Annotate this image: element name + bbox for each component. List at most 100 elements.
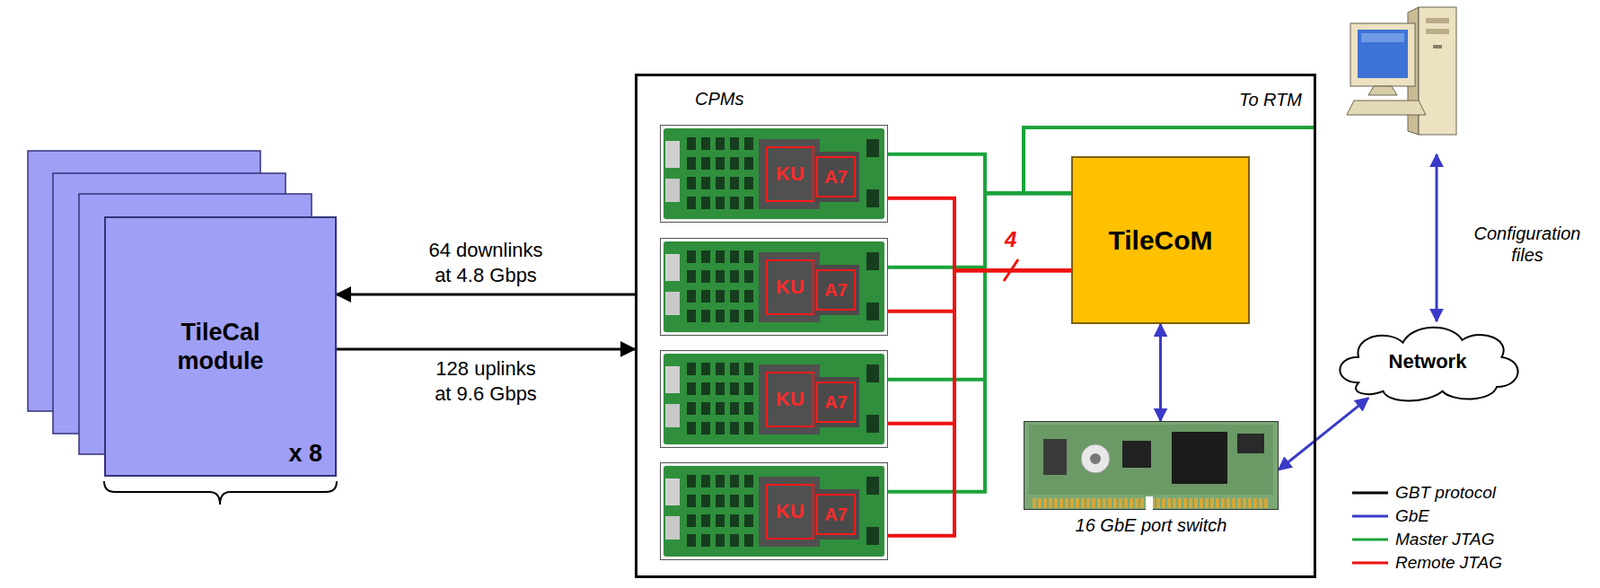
node-title: TileCoM [1107, 225, 1213, 256]
board-chip [744, 514, 754, 528]
cpm-board: KUA7 [659, 462, 888, 561]
board-logo [1090, 453, 1101, 465]
edge-contact [1258, 498, 1263, 509]
board-chip [729, 270, 739, 283]
legend-text: Remote JTAG [1395, 553, 1503, 573]
board-chip [866, 139, 880, 158]
node-title: Network [1389, 350, 1468, 374]
board-chip [715, 290, 725, 303]
master-jtag-line [887, 193, 1072, 268]
board-chip [729, 196, 739, 210]
legend-text: GBT protocol [1395, 483, 1496, 503]
board-chip [701, 494, 711, 508]
board-chip [686, 176, 696, 190]
board-chip [715, 474, 725, 488]
board-chip [715, 494, 725, 508]
board-chip [866, 414, 880, 433]
board-chip [701, 176, 711, 190]
chip-label: A7 [816, 493, 856, 536]
board-chip [729, 534, 739, 547]
board-frame [660, 238, 888, 336]
cpm-board: KUA7 [659, 124, 888, 223]
chip-label: KU [765, 483, 815, 540]
board-connector [665, 404, 680, 428]
edge-contact [1059, 498, 1064, 509]
legend-line [1352, 538, 1389, 542]
link-rate-label: 64 downlinks at 4.8 Gbps [426, 237, 546, 290]
board-chip [866, 302, 880, 321]
edge-contact [1043, 498, 1047, 509]
board-chip [744, 137, 754, 150]
legend-row: Master JTAG [1352, 527, 1503, 552]
board-frame [660, 351, 888, 449]
cloud-shape [1339, 327, 1518, 402]
edge-contact [1032, 498, 1037, 509]
board-chip [866, 527, 880, 546]
edge-contact [1178, 498, 1182, 509]
board-chip [729, 157, 739, 170]
board-chip [715, 137, 725, 150]
board-chip [744, 270, 754, 283]
board-illustration [1023, 421, 1279, 510]
edge-contact [1199, 498, 1204, 509]
board-chip [744, 309, 754, 323]
legend-sample [1352, 534, 1389, 546]
network-cloud: Network [1328, 318, 1527, 405]
board-connector [665, 178, 680, 203]
board-chip [744, 176, 754, 190]
board-pcb [663, 353, 885, 445]
board-chip [715, 196, 725, 210]
board-chip [686, 402, 696, 415]
edge-contact [1248, 498, 1252, 509]
board-pcb [663, 128, 885, 220]
board-chip [744, 474, 754, 488]
board-chip [744, 250, 754, 264]
fpga-chip [814, 377, 860, 428]
edge-contact [1124, 498, 1128, 509]
fpga-chip [758, 364, 820, 435]
board-notch [1145, 496, 1153, 510]
board-illustration [659, 350, 888, 449]
board-pcb [663, 465, 885, 557]
bus-width-number: 4 [1004, 227, 1017, 253]
node-title: TileCal module [149, 317, 293, 377]
switch-board: 16 GbE port switch [1023, 421, 1279, 510]
board-chip [686, 421, 696, 435]
board-chip [686, 290, 696, 303]
edge-contact [1054, 498, 1058, 509]
board-chip [701, 421, 711, 435]
board-chip [866, 364, 880, 383]
edge-contact [1129, 498, 1134, 509]
board-chip [729, 421, 739, 435]
board-chip [686, 362, 696, 376]
edge-contact [1167, 498, 1171, 509]
board-chip [729, 362, 739, 376]
keyboard [1346, 100, 1426, 115]
board-chip [1237, 433, 1265, 454]
board-chip [701, 157, 711, 170]
board-pcb [1024, 421, 1279, 510]
board-chip [686, 309, 696, 323]
board-chip [701, 137, 711, 150]
master-jtag-line [887, 154, 1072, 194]
edge-contact [1215, 498, 1220, 509]
board-chip [866, 252, 880, 271]
board-chip [729, 514, 739, 528]
chip-label: KU [765, 371, 815, 428]
edge-contact [1075, 498, 1080, 509]
master-jtag-line [887, 193, 1072, 493]
legend-row: GbE [1352, 504, 1503, 528]
board-chip [701, 196, 711, 210]
drive-bay [1425, 17, 1450, 24]
board-chip [701, 290, 711, 303]
screen-glare [1361, 33, 1405, 43]
board-chip [701, 534, 711, 547]
board-chip [729, 382, 739, 396]
legend-line [1352, 515, 1389, 519]
chip-label: A7 [816, 381, 856, 423]
edge-contact [1081, 498, 1085, 509]
board-chip [729, 290, 739, 303]
monitor-screen [1357, 29, 1408, 79]
switch-chip [1171, 431, 1228, 484]
crate-box: CPMsKUA7KUA7KUA7KUA7TileCoM16 GbE port s… [634, 73, 1317, 579]
